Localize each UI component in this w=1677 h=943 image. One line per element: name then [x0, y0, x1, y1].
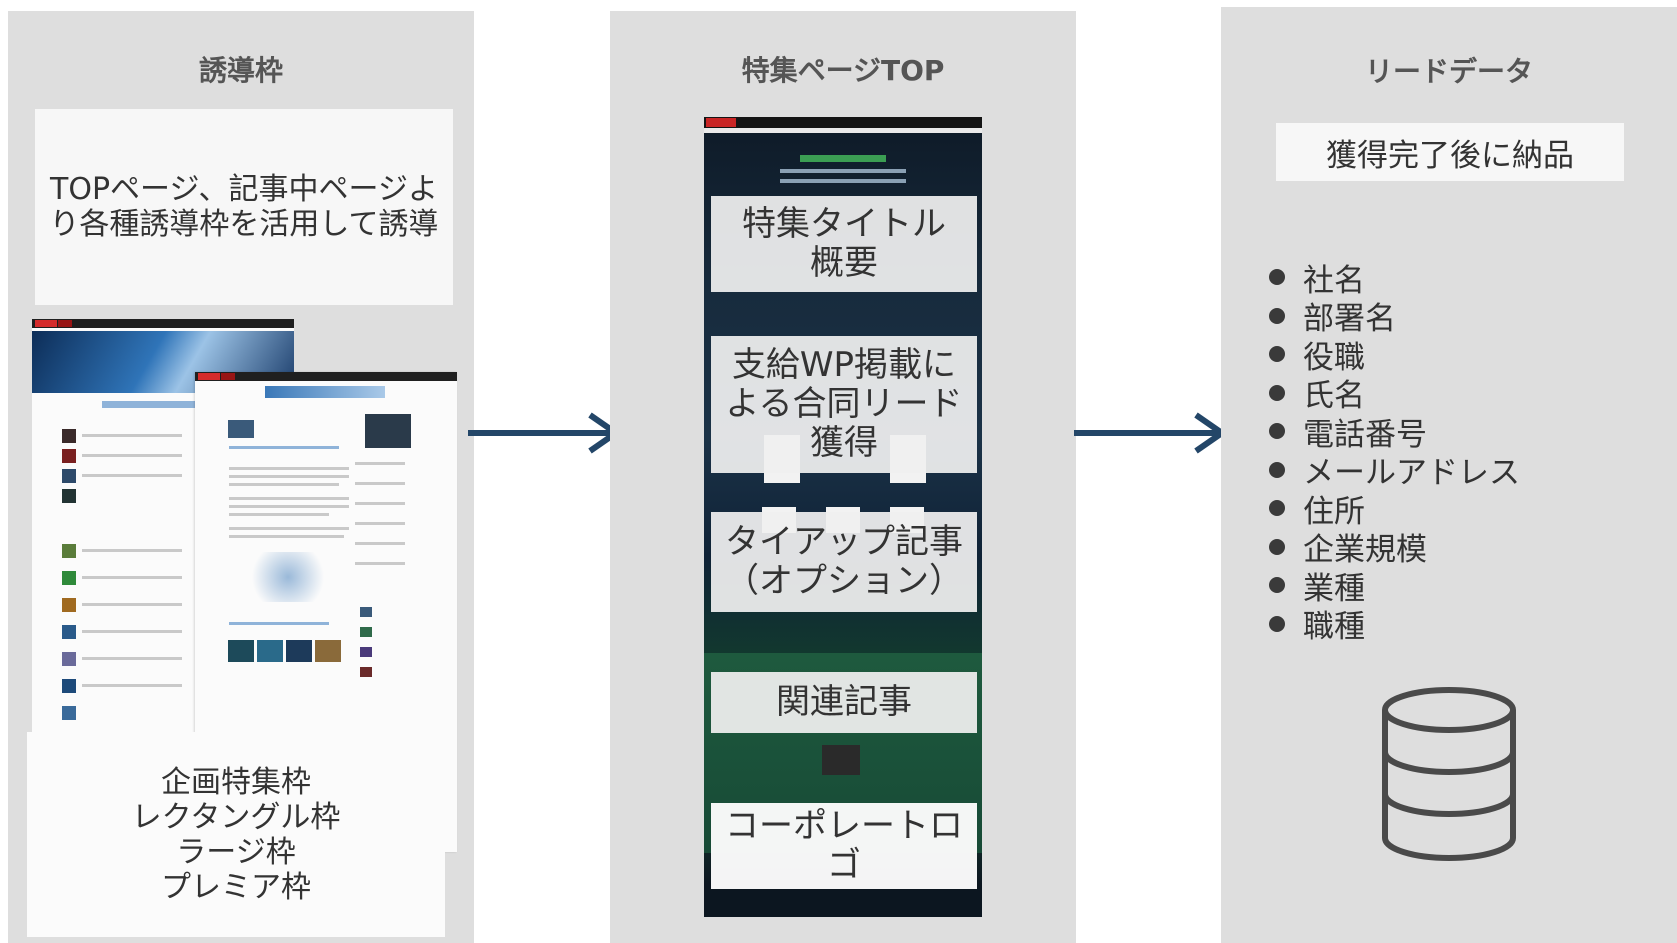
entry-panel-title: 誘導枠: [198, 54, 283, 87]
bullet-dot-icon: [1269, 307, 1285, 324]
delivery-note: 獲得完了後に納品: [1276, 123, 1624, 181]
bullet-dot-icon: [1269, 615, 1285, 632]
bullet-dot-icon: [1269, 346, 1285, 363]
frame-types-box: 企画特集枠 レクタングル枠 ラージ枠 プレミア枠: [27, 732, 445, 937]
section-feature-title: 特集タイトル概要: [711, 196, 977, 292]
list-item: 住所: [1269, 489, 1520, 530]
bullet-dot-icon: [1269, 461, 1285, 478]
lead-data-panel: リードデータ 獲得完了後に納品 社名 部署名 役職 氏名 電話番号 メールアドレ…: [1221, 7, 1677, 943]
bullet-dot-icon: [1269, 423, 1285, 440]
list-item: 業種: [1269, 566, 1520, 607]
arrow-right-icon: [468, 412, 622, 454]
bullet-dot-icon: [1269, 538, 1285, 555]
list-item: 社名: [1269, 258, 1520, 299]
list-item: メールアドレス: [1269, 451, 1520, 491]
entry-description-text: TOPページ、記事中ページより各種誘導枠を活用して誘導: [49, 172, 439, 242]
list-item: 企業規模: [1269, 528, 1520, 568]
feature-page-panel: 特集ページTOP 特集タイトル概要 支給WP掲載による合同リード獲得 タイアップ…: [610, 11, 1076, 943]
section-whitepaper-leads: 支給WP掲載による合同リード獲得: [711, 336, 977, 473]
frame-type-4: プレミア枠: [161, 869, 311, 905]
list-item: 職種: [1269, 605, 1520, 645]
entry-frames-panel: 誘導枠 TOPページ、記事中ページより各種誘導枠を活用して誘導: [8, 11, 474, 943]
database-icon: [1382, 687, 1516, 861]
bullet-dot-icon: [1269, 577, 1285, 594]
list-item: 部署名: [1269, 297, 1520, 337]
section-related-articles: 関連記事: [711, 672, 977, 733]
bullet-dot-icon: [1269, 269, 1285, 286]
frame-type-2: レクタングル枠: [131, 799, 341, 835]
feature-panel-title: 特集ページTOP: [741, 54, 945, 87]
section-corporate-logo: コーポレートロゴ: [711, 803, 977, 889]
list-item: 役職: [1269, 335, 1520, 376]
list-item: 氏名: [1269, 374, 1520, 414]
section-tieup-article: タイアップ記事（オプション）: [711, 512, 977, 612]
arrow-right-icon: [1074, 412, 1228, 454]
bullet-dot-icon: [1269, 384, 1285, 401]
bullet-dot-icon: [1269, 500, 1285, 517]
entry-description-box: TOPページ、記事中ページより各種誘導枠を活用して誘導: [35, 109, 453, 305]
lead-panel-title: リードデータ: [1364, 55, 1533, 88]
frame-type-3: ラージ枠: [176, 834, 296, 870]
frame-type-1: 企画特集枠: [161, 764, 311, 800]
list-item: 電話番号: [1269, 412, 1520, 453]
lead-field-list: 社名 部署名 役職 氏名 電話番号 メールアドレス 住所 企業規模 業種 職種: [1269, 258, 1520, 645]
